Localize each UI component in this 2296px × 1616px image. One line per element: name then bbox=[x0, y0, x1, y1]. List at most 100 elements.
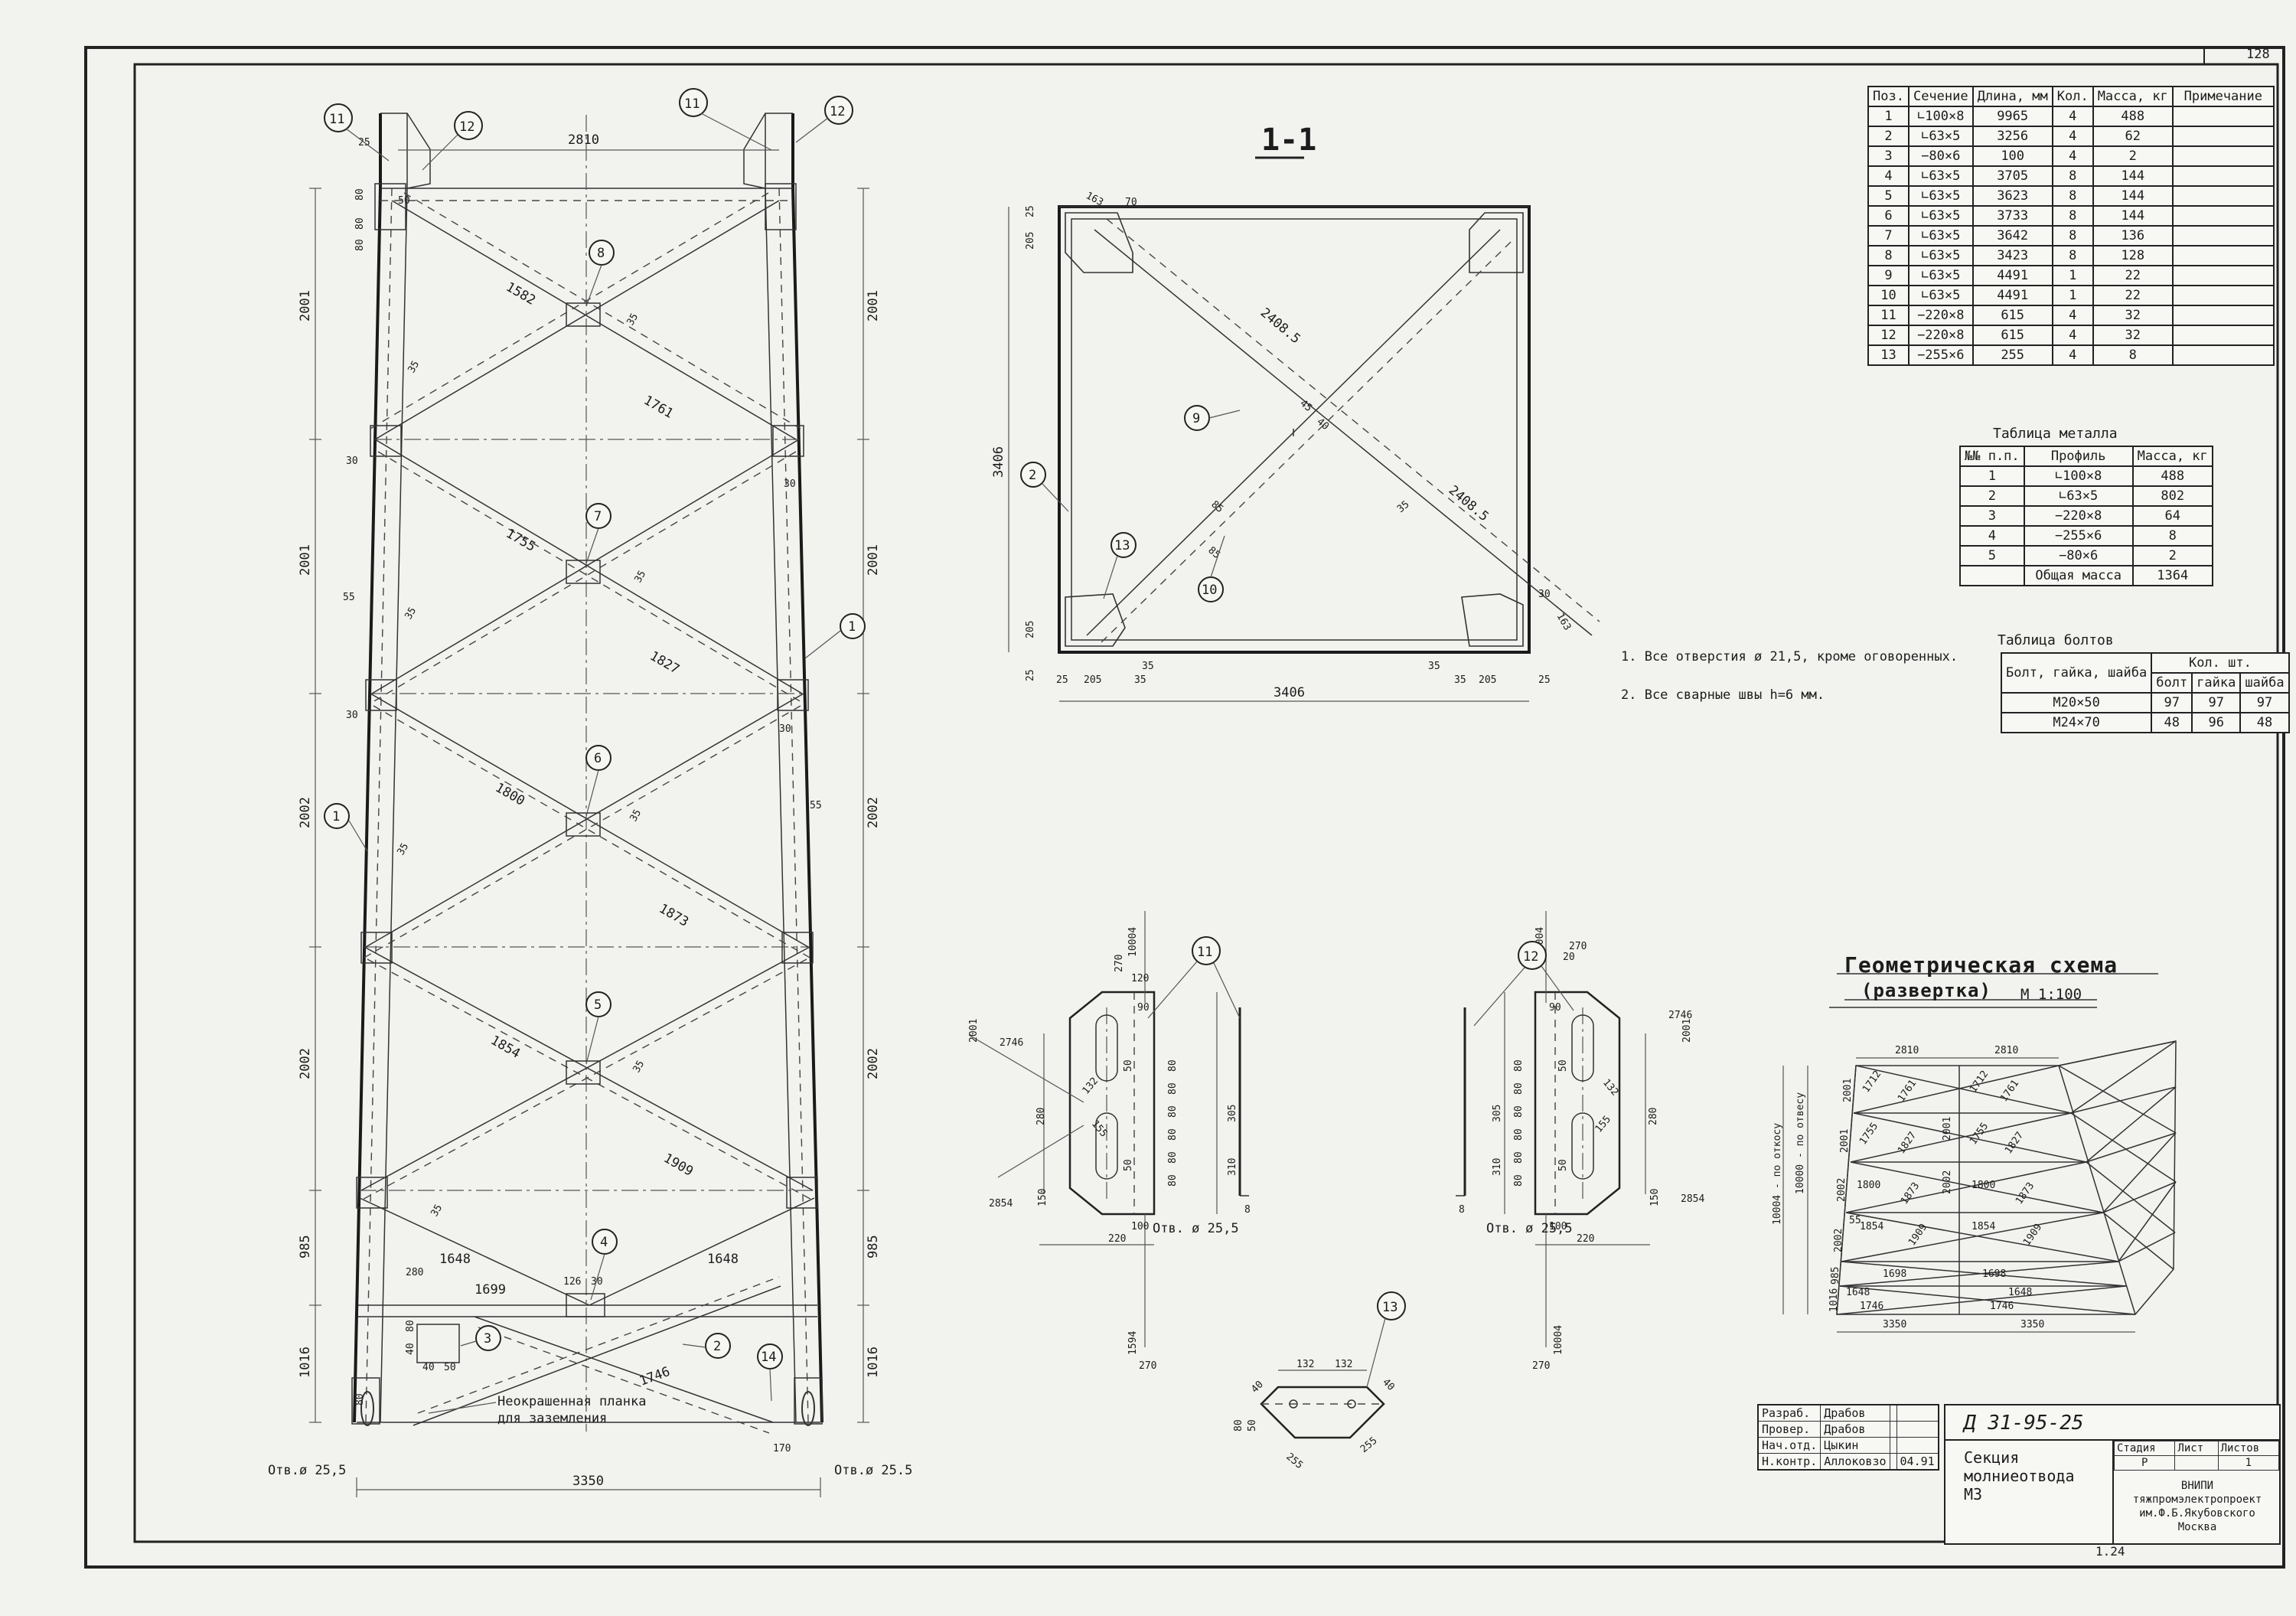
svg-text:1827: 1827 bbox=[2003, 1130, 2026, 1156]
spec-cell-length: 3642 bbox=[1971, 225, 2053, 246]
svg-text:150: 150 bbox=[1649, 1189, 1661, 1206]
svg-text:12: 12 bbox=[1523, 949, 1538, 965]
sec-width: 3406 bbox=[1274, 685, 1305, 700]
stamp-cell-signature bbox=[1889, 1453, 1897, 1471]
bolt-cell-nut: 96 bbox=[2191, 712, 2242, 733]
svg-text:3350: 3350 bbox=[2020, 1319, 2044, 1330]
svg-text:35: 35 bbox=[625, 312, 641, 328]
svg-text:1827: 1827 bbox=[1896, 1130, 1919, 1156]
svg-text:1699: 1699 bbox=[475, 1282, 506, 1298]
h-dim-l3: 2002 bbox=[298, 797, 313, 828]
outer-frame bbox=[84, 46, 2285, 1569]
stamp-cell-name: Драбов bbox=[1820, 1421, 1890, 1438]
svg-text:280: 280 bbox=[1035, 1108, 1047, 1125]
stamp-cell-role: Провер. bbox=[1757, 1421, 1821, 1438]
bolt-cell-bolt: 48 bbox=[2151, 712, 2193, 733]
stage-h0: Стадия bbox=[2113, 1441, 2176, 1456]
spec-cell-section: ∟63×5 bbox=[1907, 225, 1974, 246]
svg-text:80: 80 bbox=[354, 188, 366, 201]
svg-text:5: 5 bbox=[594, 997, 602, 1013]
metal-cell-mass: 8 bbox=[2131, 525, 2213, 547]
svg-text:1746: 1746 bbox=[1990, 1301, 2014, 1312]
stamp-cell-signature bbox=[1889, 1404, 1897, 1422]
svg-text:35: 35 bbox=[395, 841, 411, 857]
svg-text:1712: 1712 bbox=[1861, 1069, 1883, 1095]
stamp-cell-date: 04.91 bbox=[1896, 1453, 1939, 1471]
svg-text:305: 305 bbox=[1227, 1105, 1238, 1122]
geo-scheme-title: Геометрическая схема bbox=[1844, 952, 2118, 978]
svg-text:7: 7 bbox=[594, 509, 602, 524]
spec-cell-qty: 1 bbox=[2051, 265, 2094, 286]
svg-text:205: 205 bbox=[1084, 674, 1101, 686]
stage-h1: Лист bbox=[2174, 1441, 2219, 1456]
svg-text:35: 35 bbox=[628, 808, 644, 824]
stamp-org: ВНИПИ тяжпромэлектропроект им.Ф.Б.Якубов… bbox=[2132, 1480, 2262, 1533]
spec-cell-length: 100 bbox=[1971, 145, 2053, 167]
spec-col-section: Сечение bbox=[1907, 86, 1974, 107]
svg-text:3350: 3350 bbox=[1883, 1319, 1906, 1330]
metal-cell-mass: 2 bbox=[2131, 545, 2213, 566]
svg-text:163: 163 bbox=[1554, 612, 1574, 633]
stamp-cell-role: Н.контр. bbox=[1757, 1453, 1821, 1471]
svg-text:10004: 10004 bbox=[1127, 927, 1139, 957]
spec-cell-length: 615 bbox=[1971, 325, 2053, 346]
spec-cell-section: −80×6 bbox=[1907, 145, 1974, 167]
svg-text:4: 4 bbox=[600, 1235, 608, 1250]
svg-text:2002: 2002 bbox=[1833, 1229, 1844, 1252]
svg-text:270: 270 bbox=[1139, 1360, 1156, 1372]
bolt-table-title: Таблица болтов bbox=[1998, 632, 2114, 648]
spec-cell-mass: 488 bbox=[2092, 106, 2174, 127]
spec-col-pos: Поз. bbox=[1867, 86, 1910, 107]
svg-text:80: 80 bbox=[1167, 1082, 1179, 1095]
geo-scheme-scale: М 1:100 bbox=[2020, 986, 2082, 1003]
svg-text:80: 80 bbox=[1513, 1151, 1525, 1164]
top-plate-left bbox=[380, 113, 431, 189]
spec-cell-mass: 22 bbox=[2092, 285, 2174, 306]
svg-text:270: 270 bbox=[1569, 941, 1587, 952]
svg-text:50: 50 bbox=[1123, 1059, 1134, 1072]
spec-cell-pos: 4 bbox=[1867, 165, 1910, 187]
spec-cell-mass: 144 bbox=[2092, 185, 2174, 207]
svg-text:13: 13 bbox=[1382, 1300, 1397, 1315]
svg-text:40: 40 bbox=[1249, 1379, 1266, 1396]
svg-text:80: 80 bbox=[1167, 1059, 1179, 1072]
svg-text:50: 50 bbox=[398, 195, 410, 207]
svg-text:40: 40 bbox=[1314, 416, 1331, 433]
svg-text:1755: 1755 bbox=[1968, 1121, 1991, 1147]
svg-text:1746: 1746 bbox=[1860, 1301, 1883, 1312]
svg-text:1854: 1854 bbox=[1971, 1221, 1995, 1232]
svg-text:25: 25 bbox=[1025, 205, 1036, 217]
main-elevation: 2001 2001 2002 2002 985 1016 2001 2001 2… bbox=[268, 88, 912, 1497]
metal-cell-no: 2 bbox=[1959, 485, 2025, 507]
spec-cell-note bbox=[2171, 225, 2275, 246]
metal-total-label: Общая масса bbox=[2023, 565, 2134, 586]
h-dim-l1: 2001 bbox=[298, 290, 313, 322]
h-dim-l4: 2002 bbox=[298, 1048, 313, 1079]
spec-cell-length: 3623 bbox=[1971, 185, 2053, 207]
spec-cell-pos: 1 bbox=[1867, 106, 1910, 127]
spec-cell-pos: 3 bbox=[1867, 145, 1910, 167]
svg-text:80: 80 bbox=[1513, 1174, 1525, 1187]
svg-text:2002: 2002 bbox=[1942, 1170, 1953, 1194]
svg-text:132: 132 bbox=[1296, 1359, 1314, 1370]
svg-text:55: 55 bbox=[810, 800, 822, 811]
svg-text:80: 80 bbox=[405, 1320, 416, 1332]
h-dim-l5: 985 bbox=[298, 1235, 313, 1259]
spec-cell-length: 9965 bbox=[1971, 106, 2053, 127]
svg-text:8: 8 bbox=[597, 246, 605, 261]
metal-total-value: 1364 bbox=[2131, 565, 2213, 586]
metal-col-mass: Масса, кг bbox=[2131, 446, 2213, 467]
spec-cell-mass: 8 bbox=[2092, 344, 2174, 366]
bolt-col-name: Болт, гайка, шайба bbox=[2000, 652, 2153, 694]
spec-cell-pos: 8 bbox=[1867, 245, 1910, 266]
svg-text:1: 1 bbox=[332, 809, 340, 824]
spec-cell-mass: 144 bbox=[2092, 205, 2174, 227]
svg-text:2854: 2854 bbox=[1681, 1193, 1704, 1205]
svg-text:80: 80 bbox=[1167, 1128, 1179, 1141]
stage-h2: Листов bbox=[2217, 1441, 2280, 1456]
